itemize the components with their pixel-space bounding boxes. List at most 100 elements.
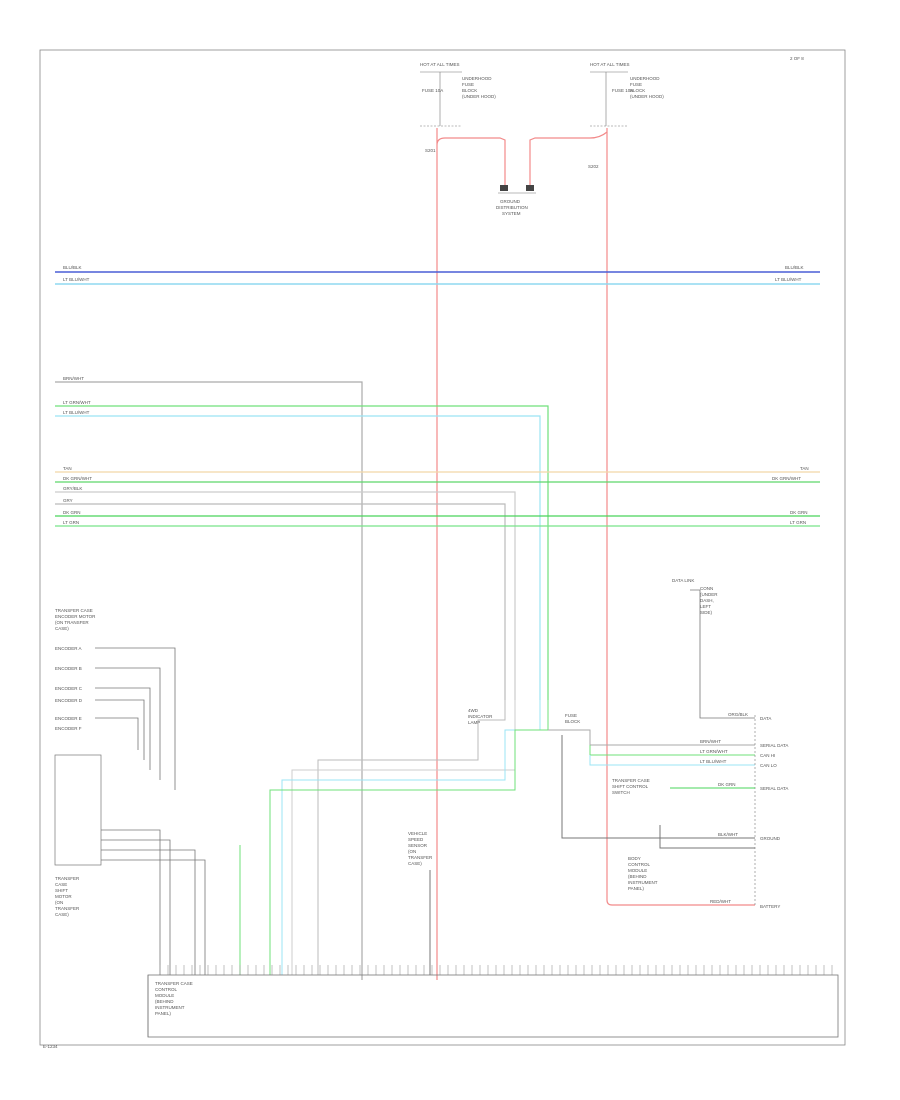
bottom-note-1: BODY (628, 856, 641, 861)
fuse-left-comp-3: BLOCK (462, 88, 477, 93)
fuse-left-rating: FUSE 10A (422, 88, 443, 93)
left-lower-label-2: CASE (55, 882, 67, 887)
ground-label-3: SYSTEM (502, 211, 521, 216)
left-pin-2: ENCODER B (55, 666, 82, 671)
rc-wire-4: DK GRN (718, 782, 736, 787)
module-label-3: MODULE (155, 993, 174, 998)
mid-wire-2-label: LT BLU/WHT (63, 410, 90, 415)
left-pin-1: ENCODER A (55, 646, 82, 651)
left-lower-label-3: SHIFT (55, 888, 68, 893)
ground-label-2: DISTRIBUTION (496, 205, 528, 210)
control-module: TRANSFER CASE CONTROL MODULE (BEHIND INS… (147, 974, 839, 1038)
bus-lower-3-left: GRY (63, 498, 73, 503)
lc-label-4: (ON (408, 849, 416, 854)
left-lower-component: TRANSFER CASE SHIFT MOTOR (ON TRANSFER C… (54, 754, 206, 975)
rc-wire-6: RED/WHT (710, 899, 731, 904)
bottom-note-6: PANEL) (628, 886, 644, 891)
left-lower-label-7: CASE) (55, 912, 69, 917)
module-label-4: (BEHIND (155, 999, 174, 1004)
rc-wire-2: LT GRN/WHT (700, 749, 728, 754)
left-module: TRANSFER CASE ENCODER MOTOR (ON TRANSFER… (55, 608, 176, 790)
module-label-6: PANEL) (155, 1011, 171, 1016)
bottom-note: BODY CONTROL MODULE (BEHIND INSTRUMENT P… (628, 856, 658, 891)
rc-label-4: SERIAL DATA (760, 786, 788, 791)
bottom-note-3: MODULE (628, 868, 647, 873)
lc-label-5: TRANSFER (408, 855, 433, 860)
bottom-note-4: (BEHIND (628, 874, 647, 879)
bus-top-0-left: BLU/BLK (63, 265, 82, 270)
bus-lower-1-left: DK GRN/WHT (63, 476, 92, 481)
rc-wire-3: LT BLU/WHT (700, 759, 727, 764)
bus-lower-5-left: LT GRN (63, 520, 79, 525)
left-lower-label-6: TRANSFER (55, 906, 80, 911)
module-pin-row (159, 965, 833, 975)
module-label-1: TRANSFER CASE (155, 981, 193, 986)
fuse-right-rating: FUSE 10A (612, 88, 633, 93)
lc-label-2: SPEED (408, 837, 424, 842)
right-note-2: CONN (700, 586, 713, 591)
switch-label-1: TRANSFER CASE (612, 778, 650, 783)
mid-wire-0-label: BRN/WHT (63, 376, 84, 381)
right-note-3: (UNDER (700, 592, 718, 597)
relay-label-1: FUSE (565, 713, 577, 718)
bus-top: BLU/BLK BLU/BLK LT BLU/WHT LT BLU/WHT (55, 265, 820, 285)
bus-lower-2-left: GRY/BLK (63, 486, 82, 491)
bus-lower-5-right: LT GRN (790, 520, 806, 525)
left-module-title-3: (ON TRANSFER (55, 620, 89, 625)
bus-top-1-right: LT BLU/WHT (775, 277, 802, 282)
ground-block: GROUND DISTRIBUTION SYSTEM (496, 185, 536, 216)
left-pin-6: ENCODER F (55, 726, 82, 731)
left-lower-label-1: TRANSFER (55, 876, 80, 881)
page-ref: 2 OF 8 (790, 56, 804, 61)
switch-label-2: SHIFT CONTROL (612, 784, 649, 789)
mid-wire-1-label: LT GRN/WHT (63, 400, 91, 405)
bus-top-0-right: BLU/BLK (785, 265, 804, 270)
left-pin-4: ENCODER D (55, 698, 83, 703)
right-note-5: LEFT (700, 604, 711, 609)
rc-label-1: SERIAL DATA (760, 743, 788, 748)
footer-code: E-1234 (43, 1044, 58, 1049)
right-note-1: DATA LINK (672, 578, 694, 583)
fuse-right-comp-1: UNDERHOOD (630, 76, 660, 81)
fuse-left-comp-2: FUSE (462, 82, 474, 87)
relay-label-2: BLOCK (565, 719, 580, 724)
left-pin-3: ENCODER C (55, 686, 83, 691)
bus-lower-0-left: TAN (63, 466, 72, 471)
left-module-title-2: ENCODER MOTOR (55, 614, 96, 619)
splice-left-label: S201 (425, 148, 436, 153)
rc-label-2: CAN HI (760, 753, 775, 758)
lc-label-3: SENSOR (408, 843, 428, 848)
left-pin-5: ENCODER E (55, 716, 82, 721)
fuse-right-comp-3: BLOCK (630, 88, 645, 93)
rc-label-6: BATTERY (760, 904, 780, 909)
bus-lower (55, 471, 820, 700)
fuse-right-comp-2: FUSE (630, 82, 642, 87)
lower-center-labels: VEHICLE SPEED SENSOR (ON TRANSFER CASE) (408, 831, 433, 866)
mc-label-2: INDICATOR (468, 714, 493, 719)
module-label-2: CONTROL (155, 987, 177, 992)
bus-lower-4-left: DK GRN (63, 510, 81, 515)
fuse-left-header: HOT AT ALL TIMES (420, 62, 460, 67)
bus-top-1-left: LT BLU/WHT (63, 277, 90, 282)
mc-label-1: 4WD (468, 708, 479, 713)
bottom-note-2: CONTROL (628, 862, 650, 867)
fuse-right-comp-4: (UNDER HOOD) (630, 94, 664, 99)
fuse-right-header: HOT AT ALL TIMES (590, 62, 630, 67)
mid-wires (55, 381, 549, 980)
bus-lower-4-right: DK GRN (790, 510, 808, 515)
fuse-block-left: HOT AT ALL TIMES FUSE 10A UNDERHOOD FUSE… (420, 62, 496, 127)
rc-wire-0: ORG/BLK (728, 712, 748, 717)
power-wires (436, 128, 755, 980)
rc-label-5: GROUND (760, 836, 781, 841)
rc-wire-1: BRN/WHT (700, 739, 721, 744)
fuse-left-comp-4: (UNDER HOOD) (462, 94, 496, 99)
page-frame (39, 49, 846, 1046)
right-connectors: DATA LINK CONN (UNDER DASH, LEFT SIDE) D… (565, 578, 788, 909)
splice-right-label: S202 (588, 164, 599, 169)
rc-wire-5: BLK/WHT (718, 832, 738, 837)
ground-label-1: GROUND (500, 199, 521, 204)
bus-lower-1-right: DK GRN/WHT (772, 476, 801, 481)
rc-label-3: CAN LO (760, 763, 777, 768)
bus-lower-0-right: TAN (800, 466, 809, 471)
